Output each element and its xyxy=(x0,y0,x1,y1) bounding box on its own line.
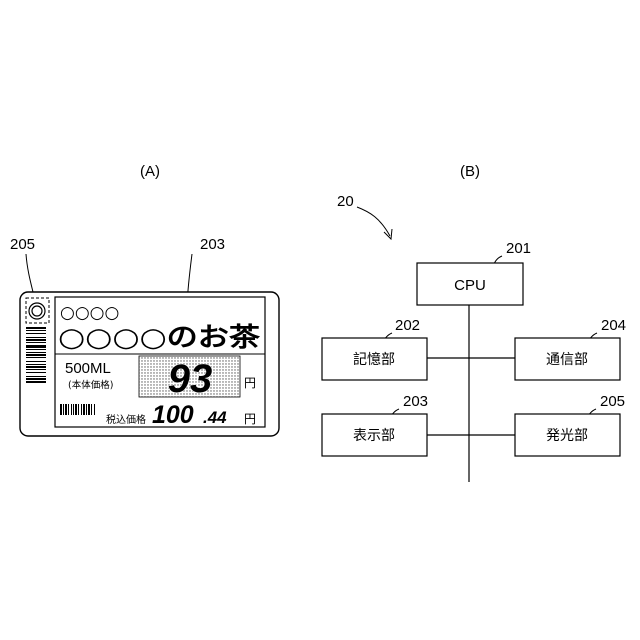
price-note: (本体価格) xyxy=(68,379,113,391)
panel-b-caption: (B) xyxy=(460,163,480,180)
product-name: ○○○○のお茶 xyxy=(58,323,261,353)
ref-indicator-leader xyxy=(26,254,33,292)
price-currency: 円 xyxy=(244,376,256,390)
cpu-ref: 201 xyxy=(506,240,531,257)
display-ref: 203 xyxy=(403,393,428,410)
comm-label: 通信部 xyxy=(546,352,588,368)
tax-label: 税込価格 xyxy=(106,413,146,426)
product-circles-row: ○○○○ xyxy=(60,303,119,323)
ref-display-label: 203 xyxy=(200,236,225,253)
tax-price-int: 100 xyxy=(152,401,194,429)
storage-ref: 202 xyxy=(395,317,420,334)
storage-label: 記憶部 xyxy=(353,351,395,368)
light-label: 発光部 xyxy=(546,428,588,444)
tax-price-dec: .44 xyxy=(203,408,227,427)
led-inner-ring xyxy=(32,306,42,316)
system-ref-label: 20 xyxy=(337,193,354,210)
light-ref: 205 xyxy=(600,393,625,410)
ref-indicator-label: 205 xyxy=(10,236,35,253)
display-label: 表示部 xyxy=(353,428,395,444)
panel-a-caption: (A) xyxy=(140,163,160,180)
comm-ref: 204 xyxy=(601,317,626,334)
system-ref-leader xyxy=(357,207,390,236)
cpu-label: CPU xyxy=(454,277,486,294)
product-volume: 500ML xyxy=(65,360,111,377)
price-main: 93 xyxy=(168,357,213,401)
tax-currency: 円 xyxy=(244,412,256,426)
system-ref-arrowhead xyxy=(384,229,392,239)
